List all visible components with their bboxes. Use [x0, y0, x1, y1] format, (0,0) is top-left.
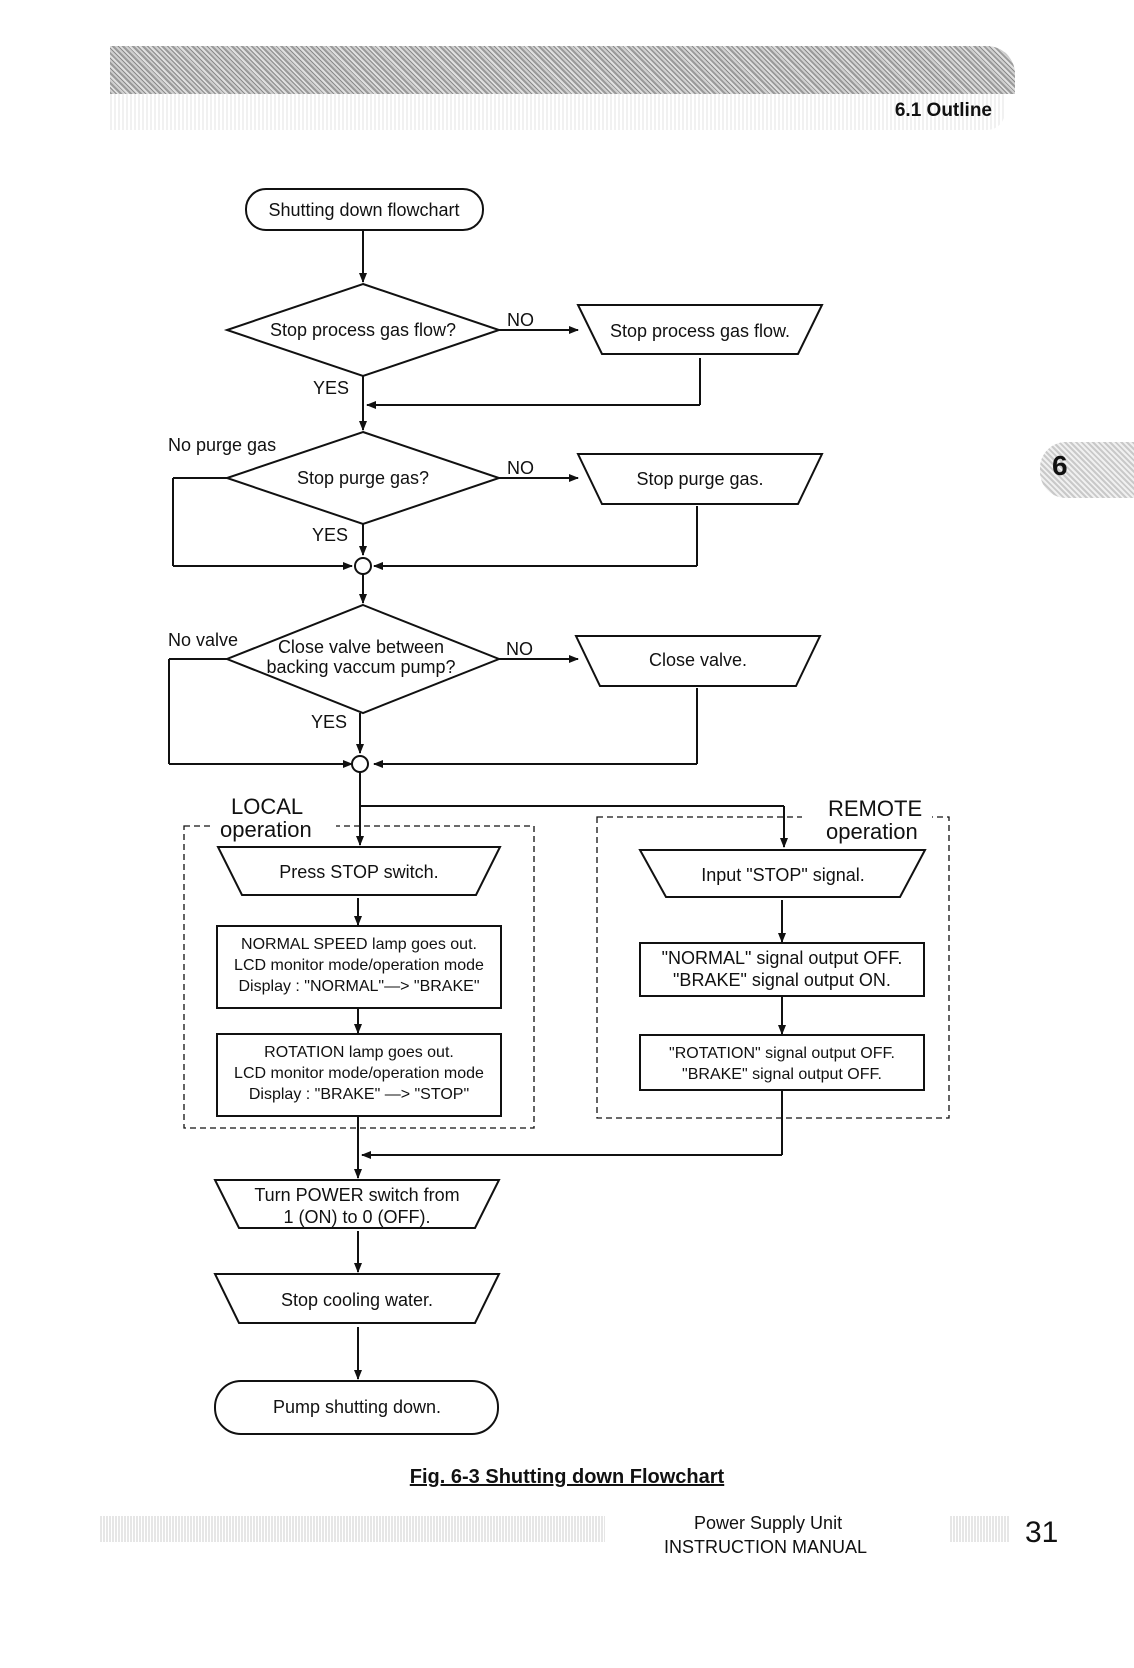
- remote-title-line2: operation: [826, 819, 918, 844]
- decision-valve: [224, 603, 502, 715]
- merge-node-2: [351, 755, 369, 773]
- decision-purge-label: Stop purge gas?: [297, 468, 429, 488]
- footer-band: [100, 1516, 605, 1542]
- local-box2-line2: LCD monitor mode/operation mode: [234, 1065, 484, 1082]
- remote-box-2: [639, 1034, 925, 1091]
- chapter-tab: [1040, 442, 1134, 498]
- chapter-number: 6: [1052, 450, 1068, 481]
- action-purge-label: Stop purge gas.: [636, 469, 763, 489]
- figure-caption: Fig. 6-3 Shutting down Flowchart: [409, 1466, 725, 1488]
- remote-box1-line2: "BRAKE" signal output ON.: [673, 970, 891, 990]
- remote-region: [596, 816, 950, 1119]
- remote-box1-line1: "NORMAL" signal output OFF.: [662, 948, 903, 968]
- local-box1-line1: NORMAL SPEED lamp goes out.: [241, 936, 477, 953]
- local-title-line2: operation: [220, 817, 312, 842]
- shutdown-flowchart: Shutting down flowchart Stop process gas…: [168, 188, 950, 1435]
- cooling-label: Stop cooling water.: [281, 1290, 433, 1310]
- action-gas-flow-shape: [576, 304, 824, 355]
- local-box1-line3: Display : "NORMAL"—> "BRAKE": [239, 978, 480, 995]
- header-band: [110, 46, 1015, 94]
- remote-input-stop-shape: [638, 849, 927, 898]
- local-box1-line2: LCD monitor mode/operation mode: [234, 957, 484, 974]
- local-box2-line1: ROTATION lamp goes out.: [264, 1044, 454, 1061]
- decision-gas-flow-label: Stop process gas flow?: [270, 320, 456, 340]
- local-press-stop-shape: [216, 846, 502, 896]
- merge-node-1: [354, 557, 372, 575]
- end-terminal: [214, 1380, 499, 1435]
- power-label-line2: 1 (ON) to 0 (OFF).: [283, 1207, 430, 1227]
- power-switch-shape: [213, 1179, 501, 1229]
- remote-box2-line2: "BRAKE" signal output OFF.: [682, 1066, 882, 1083]
- yes-label-1: YES: [313, 378, 349, 398]
- power-label-line1: Turn POWER switch from: [254, 1185, 459, 1205]
- action-valve-shape: [574, 635, 822, 687]
- footer-band-right: [950, 1516, 1010, 1542]
- no-purge-gas-label: No purge gas: [168, 435, 276, 455]
- local-box2-line3: Display : "BRAKE" —> "STOP": [249, 1086, 469, 1103]
- action-valve-label: Close valve.: [649, 650, 747, 670]
- yes-label-2: YES: [312, 525, 348, 545]
- decision-valve-label-line1: Close valve between: [278, 637, 444, 657]
- cooling-shape: [213, 1273, 501, 1324]
- no-label-3: NO: [506, 639, 533, 659]
- no-label-1: NO: [507, 310, 534, 330]
- remote-box-1: [639, 942, 925, 997]
- start-label: Shutting down flowchart: [268, 200, 459, 220]
- local-box-2: [216, 1033, 502, 1117]
- remote-title-line1: REMOTE: [828, 796, 922, 821]
- header-subband: [110, 94, 1005, 130]
- footer-title: Power Supply Unit: [694, 1513, 843, 1533]
- local-title-line1: LOCAL: [231, 794, 303, 819]
- remote-input-stop-label: Input "STOP" signal.: [701, 865, 865, 885]
- footer-subtitle: INSTRUCTION MANUAL: [664, 1537, 868, 1557]
- no-valve-label: No valve: [168, 630, 238, 650]
- no-label-2: NO: [507, 458, 534, 478]
- start-terminal: [245, 188, 484, 231]
- action-purge-shape: [576, 453, 824, 505]
- end-label: Pump shutting down.: [273, 1397, 441, 1417]
- section-title: 6.1 Outline: [894, 100, 992, 121]
- local-press-stop-label: Press STOP switch.: [279, 862, 438, 882]
- decision-valve-label-line2: backing vaccum pump?: [266, 657, 455, 677]
- remote-box2-line1: "ROTATION" signal output OFF.: [669, 1045, 895, 1062]
- local-region: [183, 825, 535, 1129]
- yes-label-3: YES: [311, 712, 347, 732]
- page-number: 31: [1025, 1516, 1059, 1549]
- action-gas-flow-label: Stop process gas flow.: [610, 321, 790, 341]
